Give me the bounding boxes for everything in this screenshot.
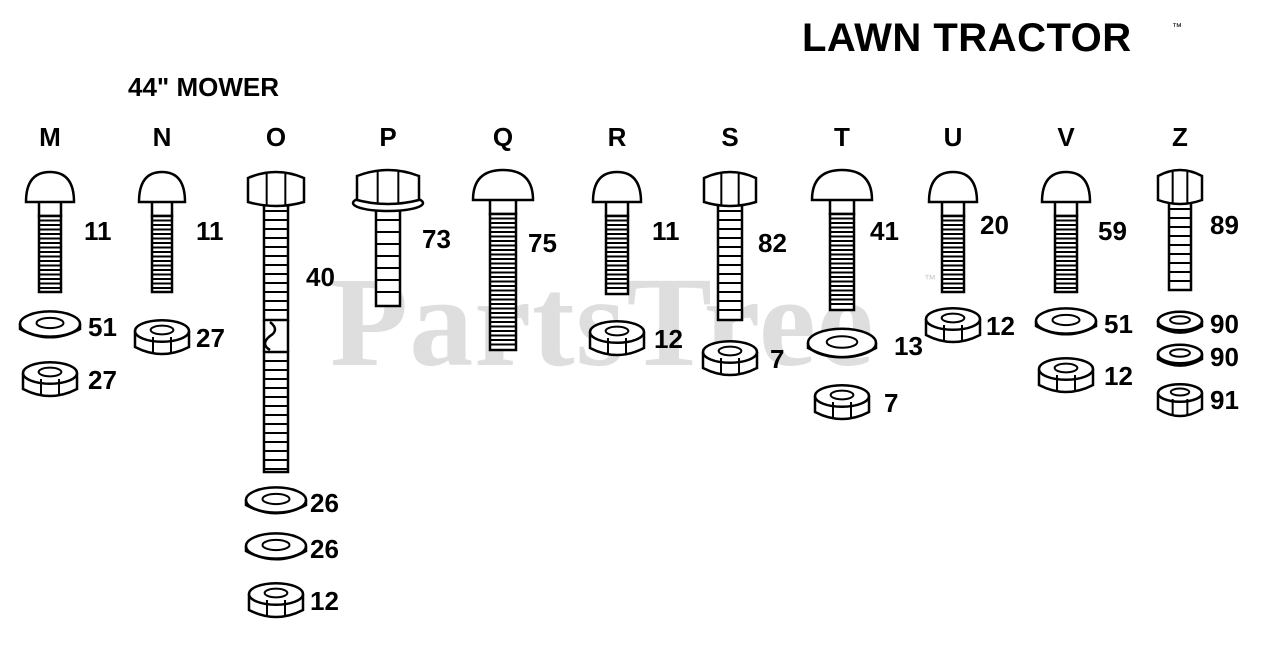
hardware-column-t: T 41 13 7 — [806, 122, 923, 421]
nut — [21, 360, 79, 398]
washer — [244, 532, 308, 561]
bolt-carriage — [927, 170, 979, 294]
washer-ref-number: 13 — [894, 331, 923, 361]
nut — [1037, 356, 1095, 394]
column-letter: U — [944, 122, 963, 152]
bolt-ref-number: 59 — [1098, 216, 1127, 246]
hardware-column-s: S 82 7 — [701, 122, 787, 377]
bolt-hex — [1156, 168, 1204, 292]
washer — [18, 310, 82, 339]
column-letter: V — [1057, 122, 1075, 152]
washer-ref-number: 90 — [1210, 342, 1239, 372]
washer — [244, 486, 308, 515]
column-letter: T — [834, 122, 850, 152]
nut — [1156, 382, 1204, 418]
bolt-carriage — [591, 170, 643, 296]
nut — [813, 383, 871, 421]
bolt-ref-number: 82 — [758, 228, 787, 258]
hardware-column-p: P 73 — [351, 122, 451, 308]
hardware-column-u: U 20 12 — [924, 122, 1015, 344]
nut — [133, 318, 191, 356]
nut-ref-number: 12 — [986, 311, 1015, 341]
nut-ref-number: 91 — [1210, 385, 1239, 415]
hardware-column-v: V 59 51 12 — [1034, 122, 1133, 394]
nut-ref-number: 7 — [770, 344, 784, 374]
column-letter: N — [153, 122, 172, 152]
nut — [701, 339, 759, 377]
washer-ref-number: 90 — [1210, 309, 1239, 339]
washer — [1156, 310, 1204, 334]
bolt-carriage — [137, 170, 187, 294]
washer-ref-number: 26 — [310, 488, 339, 518]
hardware-column-q: Q 75 — [471, 122, 557, 352]
diagram-subtitle: 44" MOWER — [128, 72, 280, 102]
washer — [1156, 343, 1204, 367]
column-letter: S — [721, 122, 738, 152]
column-letter: O — [266, 122, 286, 152]
column-letter: Z — [1172, 122, 1188, 152]
washer-ref-number: 51 — [1104, 309, 1133, 339]
bolt-carriage — [1040, 170, 1092, 294]
column-letter: M — [39, 122, 61, 152]
nut — [247, 581, 305, 619]
bolt-ref-number: 41 — [870, 216, 899, 246]
column-letter: Q — [493, 122, 513, 152]
bolt-hex — [246, 170, 306, 474]
bolt-flange-hex — [351, 168, 425, 308]
hardware-column-o: O 40 26 26 12 — [244, 122, 339, 619]
nut-ref-number: 27 — [196, 323, 225, 353]
bolt-ref-number: 75 — [528, 228, 557, 258]
watermark-trademark: ™ — [924, 272, 936, 286]
nut — [924, 306, 982, 344]
bolt-carriage — [24, 170, 76, 294]
washer — [1034, 307, 1098, 336]
bolt-ref-number: 73 — [422, 224, 451, 254]
bolt-hex — [702, 170, 758, 322]
washer-ref-number: 51 — [88, 312, 117, 342]
nut-ref-number: 12 — [654, 324, 683, 354]
bolt-carriage — [810, 168, 874, 312]
hardware-column-r: R 11 12 — [588, 122, 683, 357]
nut-ref-number: 12 — [1104, 361, 1133, 391]
bolt-carriage — [471, 168, 535, 352]
column-letter: P — [379, 122, 396, 152]
nut — [588, 319, 646, 357]
hardware-column-n: N 11 27 — [133, 122, 225, 356]
bolt-ref-number: 11 — [84, 216, 112, 246]
washer — [806, 327, 878, 359]
diagram-title: LAWN TRACTOR — [802, 16, 1132, 60]
nut-ref-number: 12 — [310, 586, 339, 616]
column-letter: R — [608, 122, 627, 152]
bolt-ref-number: 11 — [196, 216, 224, 246]
bolt-ref-number: 40 — [306, 262, 335, 292]
nut-ref-number: 7 — [884, 388, 898, 418]
bolt-ref-number: 20 — [980, 210, 1009, 240]
nut-ref-number: 27 — [88, 365, 117, 395]
hardware-column-m: M 11 51 27 — [18, 122, 117, 398]
title-trademark: ™ — [1172, 22, 1182, 33]
bolt-ref-number: 89 — [1210, 210, 1239, 240]
washer-ref-number: 26 — [310, 534, 339, 564]
bolt-ref-number: 11 — [652, 216, 680, 246]
